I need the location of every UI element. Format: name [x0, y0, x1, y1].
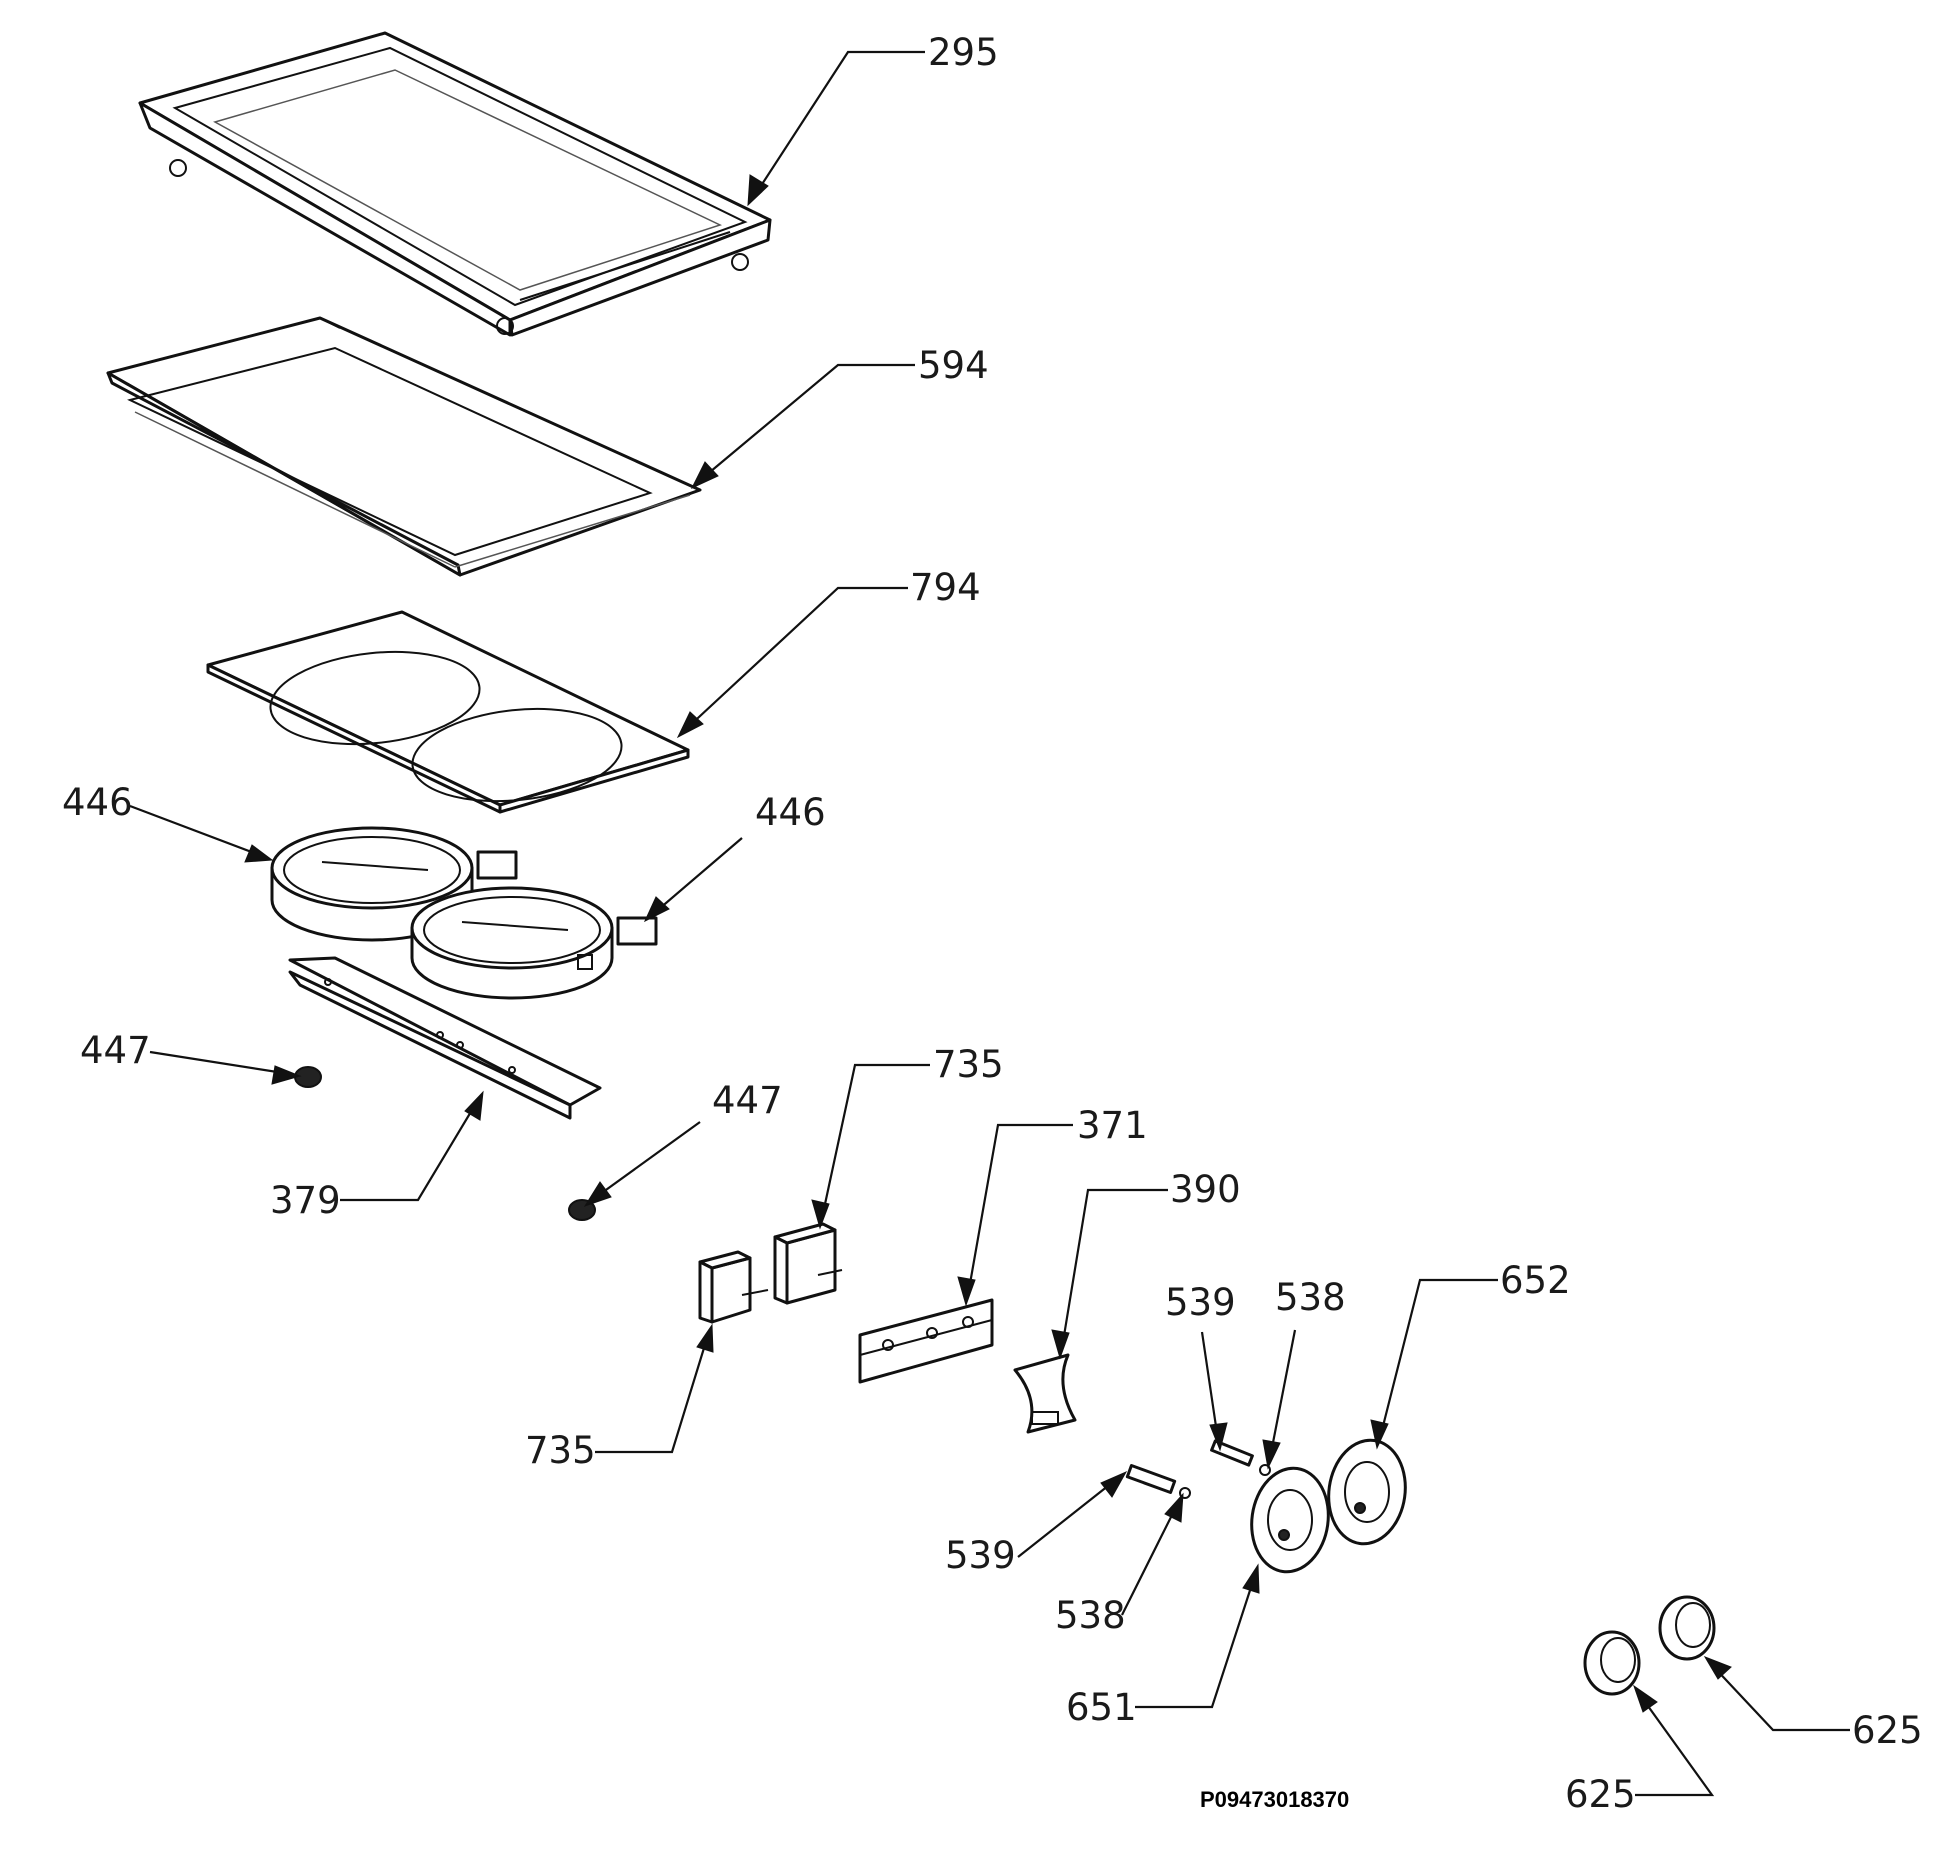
callout-625-left: 625 — [1565, 1773, 1636, 1816]
callout-735-upper: 735 — [933, 1043, 1004, 1086]
callout-652: 652 — [1500, 1259, 1571, 1302]
leader-539-upper — [1200, 1331, 1228, 1452]
callout-538-lower: 538 — [1055, 1594, 1126, 1637]
leader-446-right — [643, 837, 743, 923]
part-447-foot-left — [294, 1066, 322, 1088]
part-371-rail — [858, 1298, 994, 1384]
callout-379: 379 — [270, 1179, 341, 1222]
callout-447-right: 447 — [712, 1079, 783, 1122]
part-539-shaft-lower — [1125, 1463, 1177, 1495]
callout-625-right: 625 — [1852, 1709, 1923, 1752]
leader-735-lower — [595, 1323, 714, 1454]
callout-735-lower: 735 — [525, 1429, 596, 1472]
callout-447-left: 447 — [80, 1029, 151, 1072]
leader-539-lower — [1017, 1470, 1128, 1558]
callout-295: 295 — [928, 31, 999, 74]
part-735-switch-upper — [773, 1222, 843, 1305]
leader-625-left — [1633, 1684, 1715, 1797]
callout-594: 594 — [918, 344, 989, 387]
callout-539-lower: 539 — [945, 1534, 1016, 1577]
leader-651 — [1135, 1563, 1260, 1709]
leader-379 — [340, 1090, 484, 1202]
part-594-tray — [106, 316, 702, 577]
leader-625-right — [1703, 1656, 1850, 1732]
part-379-bracket — [288, 956, 602, 1120]
callout-539-upper: 539 — [1165, 1281, 1236, 1324]
leader-446-left — [129, 804, 274, 863]
part-625-knob-left — [1583, 1630, 1641, 1696]
leader-295 — [747, 50, 925, 207]
leader-735-upper — [811, 1063, 930, 1230]
part-539-shaft-upper — [1210, 1439, 1254, 1467]
part-625-knob-right — [1658, 1595, 1716, 1661]
part-446-heater-right — [410, 886, 658, 1000]
part-295-frame — [138, 31, 772, 337]
part-651-bezel — [1250, 1466, 1330, 1574]
part-390-clip — [1013, 1353, 1077, 1434]
leader-538-lower — [1121, 1492, 1184, 1616]
part-735-switch-lower — [698, 1250, 769, 1324]
part-794-ceramic-plate — [206, 610, 690, 814]
callout-390: 390 — [1170, 1168, 1241, 1211]
callout-446-left: 446 — [62, 781, 133, 824]
part-538-ring-lower — [1179, 1487, 1191, 1499]
leader-538-upper — [1262, 1329, 1297, 1470]
part-652-bezel — [1327, 1438, 1407, 1546]
leader-594 — [690, 363, 915, 490]
leader-390 — [1051, 1188, 1168, 1360]
callout-371: 371 — [1077, 1104, 1148, 1147]
callout-794: 794 — [910, 566, 981, 609]
part-538-ring-upper — [1259, 1464, 1271, 1476]
callout-446-right: 446 — [755, 791, 826, 834]
leader-794 — [676, 586, 908, 739]
leader-447-left — [149, 1050, 302, 1085]
leader-652 — [1370, 1278, 1498, 1450]
callout-538-upper: 538 — [1275, 1276, 1346, 1319]
leader-447-right — [583, 1121, 701, 1207]
callout-651: 651 — [1066, 1686, 1137, 1729]
drawing-code: P09473018370 — [1200, 1787, 1349, 1812]
leader-371 — [957, 1123, 1073, 1307]
